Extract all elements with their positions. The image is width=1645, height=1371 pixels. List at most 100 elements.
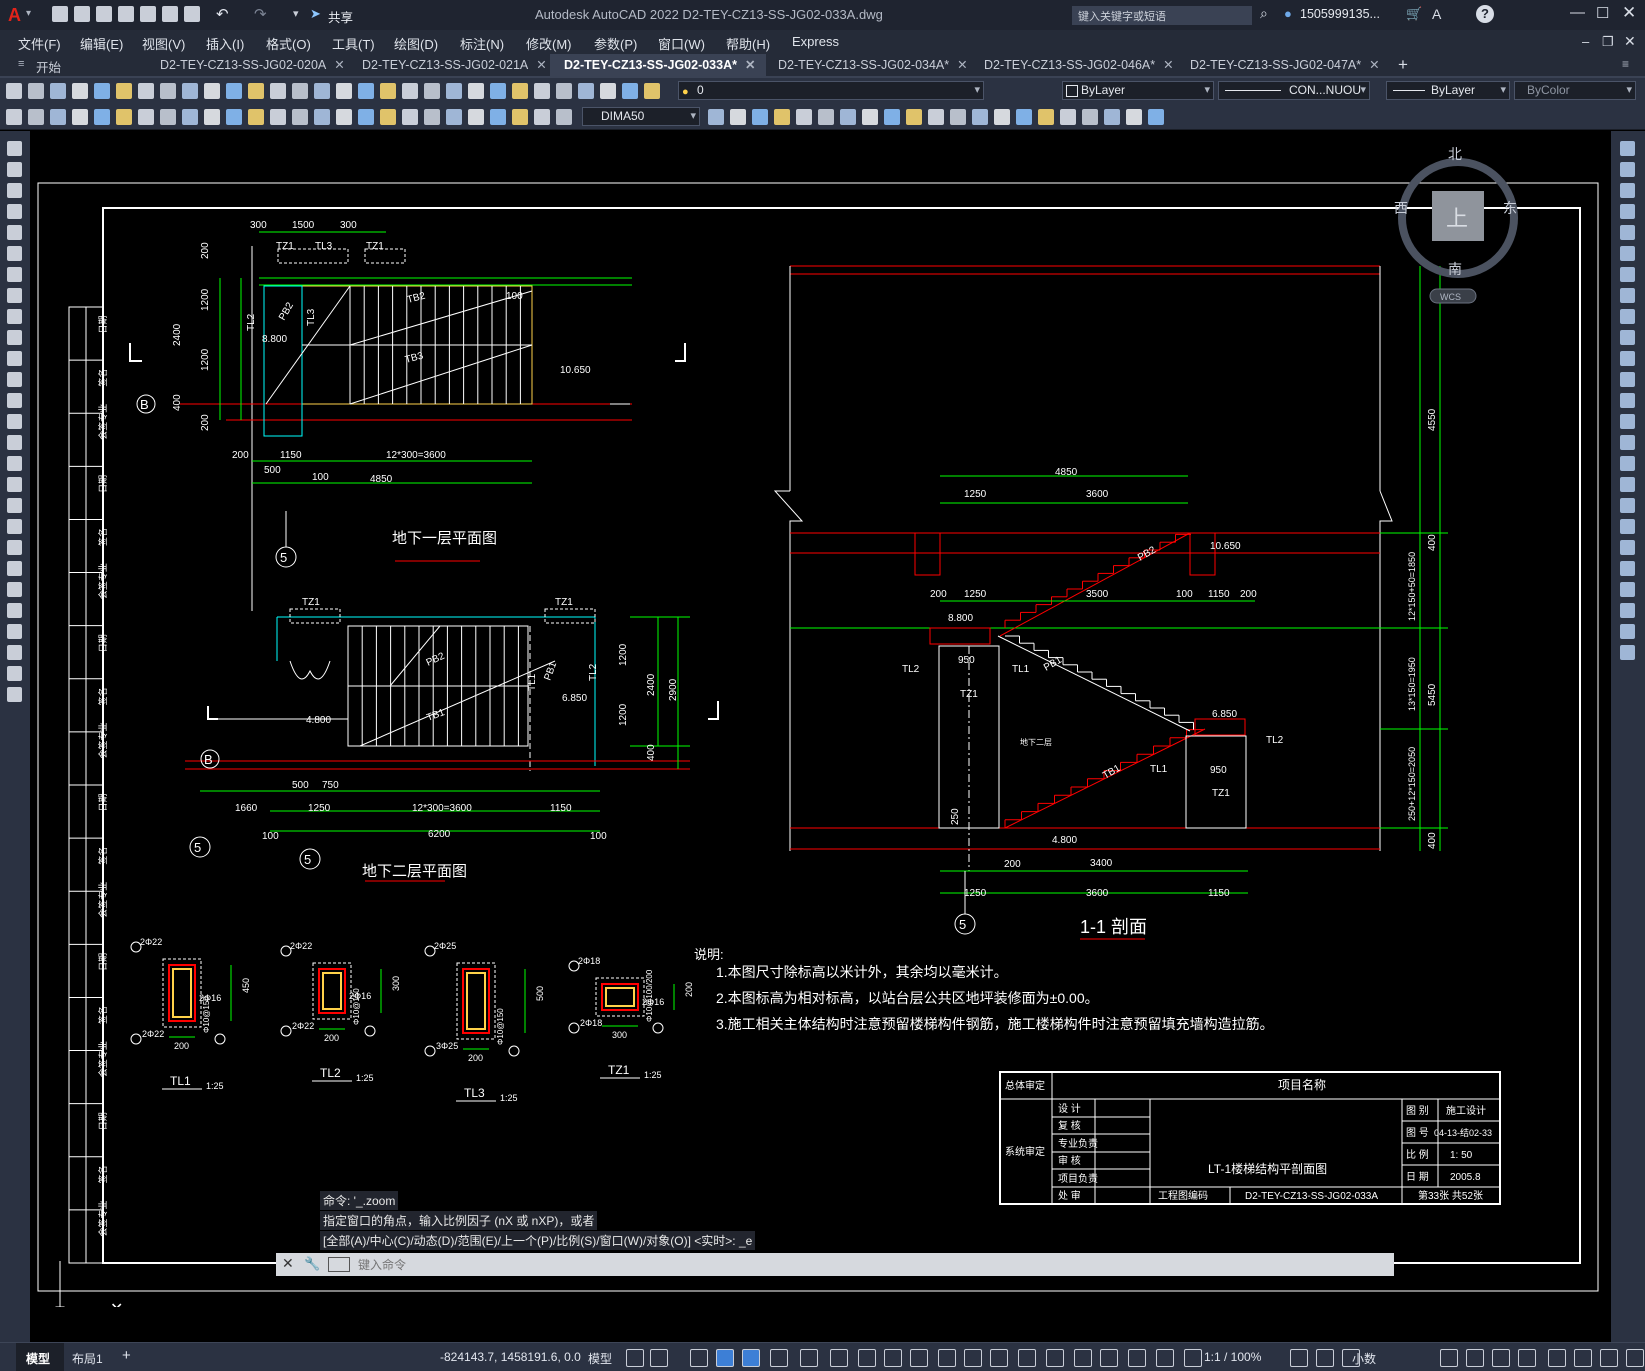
view-tool-icon[interactable] (1148, 109, 1164, 125)
app-menu-chevron-icon[interactable]: ▾ (26, 8, 32, 19)
text-edit-icon[interactable] (402, 109, 418, 125)
modify-tool-icon[interactable] (1620, 498, 1635, 513)
modify-tool-icon[interactable] (1620, 561, 1635, 576)
draw-tool-icon[interactable] (7, 477, 22, 492)
view-tool-icon[interactable] (730, 109, 746, 125)
layer-prev-icon[interactable] (534, 83, 550, 99)
menu-insert[interactable]: 插入(I) (206, 37, 245, 52)
design-center-icon[interactable] (380, 83, 396, 99)
modify-tool-icon[interactable] (1620, 624, 1635, 639)
command-input[interactable] (356, 1255, 1380, 1274)
color-combo[interactable]: ByLayer (1062, 81, 1214, 100)
jogged-linear-icon[interactable] (358, 109, 374, 125)
modify-tool-icon[interactable] (1620, 414, 1635, 429)
status-toggle-icon[interactable] (1574, 1349, 1592, 1367)
status-toggle-icon[interactable] (770, 1349, 788, 1367)
autodesk-app-icon[interactable]: A (1432, 6, 1442, 22)
menu-parametric[interactable]: 参数(P) (594, 37, 638, 52)
modify-tool-icon[interactable] (1620, 267, 1635, 282)
status-toggle-icon[interactable] (716, 1349, 734, 1367)
tab-close-icon[interactable]: ✕ (1369, 58, 1380, 72)
tool-palette-icon[interactable] (402, 83, 418, 99)
cart-icon[interactable]: 🛒 (1406, 6, 1423, 21)
modify-tool-icon[interactable] (1620, 393, 1635, 408)
tab-close-icon[interactable]: ✕ (536, 58, 547, 72)
status-toggle-icon[interactable] (858, 1349, 876, 1367)
draw-tool-icon[interactable] (7, 141, 22, 156)
view-tool-icon[interactable] (1060, 109, 1076, 125)
preview-icon[interactable] (644, 83, 660, 99)
tab-close-icon[interactable]: ✕ (334, 58, 345, 72)
close-icon[interactable]: ✕ (1622, 3, 1637, 22)
view-tool-icon[interactable] (884, 109, 900, 125)
modify-tool-icon[interactable] (1620, 162, 1635, 177)
space-icon[interactable] (248, 109, 264, 125)
draw-tool-icon[interactable] (7, 204, 22, 219)
status-toggle-icon[interactable] (1466, 1349, 1484, 1367)
modify-tool-icon[interactable] (1620, 372, 1635, 387)
new-icon[interactable] (52, 6, 68, 22)
draw-tool-icon[interactable] (7, 351, 22, 366)
redo-icon[interactable]: ↷ (254, 6, 267, 23)
coordinates-readout[interactable]: -824143.7, 1458191.6, 0.0 (440, 1350, 581, 1364)
linear-icon[interactable] (6, 109, 22, 125)
ordinate-icon[interactable] (512, 109, 528, 125)
plot-icon[interactable] (622, 83, 638, 99)
menu-view[interactable]: 视图(V) (142, 37, 186, 52)
draw-tool-icon[interactable] (7, 603, 22, 618)
user-name[interactable]: 1505999135... (1300, 7, 1380, 21)
units-selector[interactable]: 小数 (1352, 1352, 1377, 1366)
status-toggle-icon[interactable] (990, 1349, 1008, 1367)
tab-021A[interactable]: D2-TEY-CZ13-SS-JG02-021A✕ (362, 57, 547, 72)
draw-tool-icon[interactable] (7, 624, 22, 639)
draw-tool-icon[interactable] (7, 288, 22, 303)
status-toggle-icon[interactable] (1518, 1349, 1536, 1367)
draw-tool-icon[interactable] (7, 183, 22, 198)
layout-tab-model[interactable]: 模型 (26, 1352, 51, 1366)
radius-icon[interactable] (94, 109, 110, 125)
save-as-icon[interactable] (118, 6, 134, 22)
status-toggle-icon[interactable] (1626, 1349, 1644, 1367)
menu-help[interactable]: 帮助(H) (726, 37, 771, 52)
modify-tool-icon[interactable] (1620, 582, 1635, 597)
status-toggle-icon[interactable] (1184, 1349, 1202, 1367)
menu-modify[interactable]: 修改(M) (526, 37, 572, 52)
status-toggle-icon[interactable] (1156, 1349, 1174, 1367)
doc-minimize-icon[interactable]: – (1582, 34, 1590, 49)
tab-close-icon[interactable]: ✕ (957, 58, 968, 72)
status-toggle-icon[interactable] (1316, 1349, 1334, 1367)
draw-tool-icon[interactable] (7, 498, 22, 513)
angular-icon[interactable] (160, 109, 176, 125)
tab-033A[interactable]: D2-TEY-CZ13-SS-JG02-033A*✕ (564, 57, 755, 72)
add-layout-icon[interactable]: + (122, 1347, 131, 1364)
view-tool-icon[interactable] (1104, 109, 1120, 125)
menu-dimension[interactable]: 标注(N) (460, 37, 505, 52)
open-icon[interactable] (578, 83, 594, 99)
modify-tool-icon[interactable] (1620, 225, 1635, 240)
draw-tool-icon[interactable] (7, 330, 22, 345)
layer-props-icon[interactable] (490, 83, 506, 99)
qnew-icon[interactable] (556, 83, 572, 99)
search-icon[interactable]: ⌕ (1260, 5, 1268, 21)
view-tool-icon[interactable] (1038, 109, 1054, 125)
layer-state-icon[interactable] (512, 83, 528, 99)
menu-tools[interactable]: 工具(T) (332, 37, 375, 52)
share-button[interactable]: 共享 (328, 11, 354, 25)
draw-tool-icon[interactable] (7, 246, 22, 261)
zoom-prev-icon[interactable] (336, 83, 352, 99)
draw-tool-icon[interactable] (7, 519, 22, 534)
arc-length-icon[interactable] (50, 109, 66, 125)
linetype-combo[interactable]: CON...NUOU (1218, 81, 1370, 100)
qnew-icon[interactable] (6, 83, 22, 99)
jogged-icon[interactable] (116, 109, 132, 125)
modify-tool-icon[interactable] (1620, 351, 1635, 366)
status-toggle-icon[interactable] (1128, 1349, 1146, 1367)
status-toggle-icon[interactable] (800, 1349, 818, 1367)
modify-tool-icon[interactable] (1620, 477, 1635, 492)
draw-tool-icon[interactable] (7, 540, 22, 555)
jogged-icon[interactable] (556, 109, 572, 125)
customize-quick-access-icon[interactable]: ▾ (293, 8, 299, 20)
view-tool-icon[interactable] (972, 109, 988, 125)
undo-icon[interactable]: ↶ (216, 6, 229, 23)
drawing-canvas[interactable]: 日期签名会签专业日期签名会签专业日期签名会签专业日期签名会签专业日期签名会签专业… (30, 131, 1611, 1307)
